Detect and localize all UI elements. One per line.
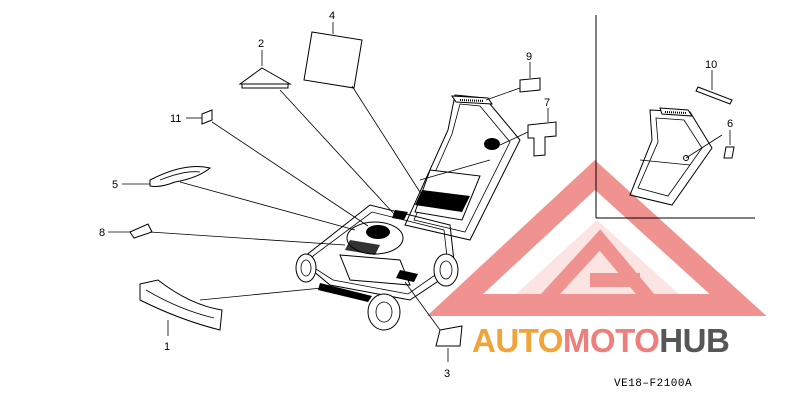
callout-1: 1 — [164, 341, 170, 353]
callout-10: 10 — [705, 59, 717, 71]
watermark-hub: HUB — [659, 322, 729, 359]
callout-11: 11 — [170, 113, 181, 125]
callout-2: 2 — [258, 38, 264, 50]
part-9-shape — [519, 77, 541, 93]
leader-lines — [108, 22, 549, 362]
part-10-label-shape — [695, 86, 733, 105]
callout-6: 6 — [727, 118, 733, 130]
svg-text:AUTOMOTOHUB: AUTOMOTOHUB — [472, 322, 729, 359]
watermark-moto: MOTO — [563, 322, 659, 359]
watermark-logo — [426, 160, 767, 316]
inset-handle — [629, 70, 735, 206]
drawing-code: VE18–F2100A — [614, 378, 692, 390]
part-5-shape — [149, 166, 212, 187]
part-8-shape — [129, 223, 153, 239]
watermark-text: AUTOMOTOHUB — [472, 322, 730, 359]
callout-7: 7 — [544, 97, 550, 109]
mower-body — [295, 204, 459, 331]
part-7-shape — [527, 121, 557, 157]
part-3-shape — [435, 325, 463, 347]
callout-3: 3 — [444, 368, 450, 380]
part-1-shape — [139, 279, 223, 331]
callout-5: 5 — [112, 179, 118, 191]
mower-handle — [404, 94, 521, 241]
watermark-auto: AUTO — [472, 322, 563, 359]
part-4-shape — [303, 31, 363, 89]
part-6-label-shape — [723, 146, 735, 159]
part-2-shape — [238, 67, 292, 89]
part-11-shape — [201, 109, 213, 125]
callout-numbers: 1 2 3 4 5 6 7 8 9 10 11 — [99, 10, 733, 380]
inset-frame — [595, 15, 755, 219]
callout-4: 4 — [329, 10, 335, 22]
callout-9: 9 — [526, 51, 532, 63]
callout-8: 8 — [99, 227, 105, 239]
